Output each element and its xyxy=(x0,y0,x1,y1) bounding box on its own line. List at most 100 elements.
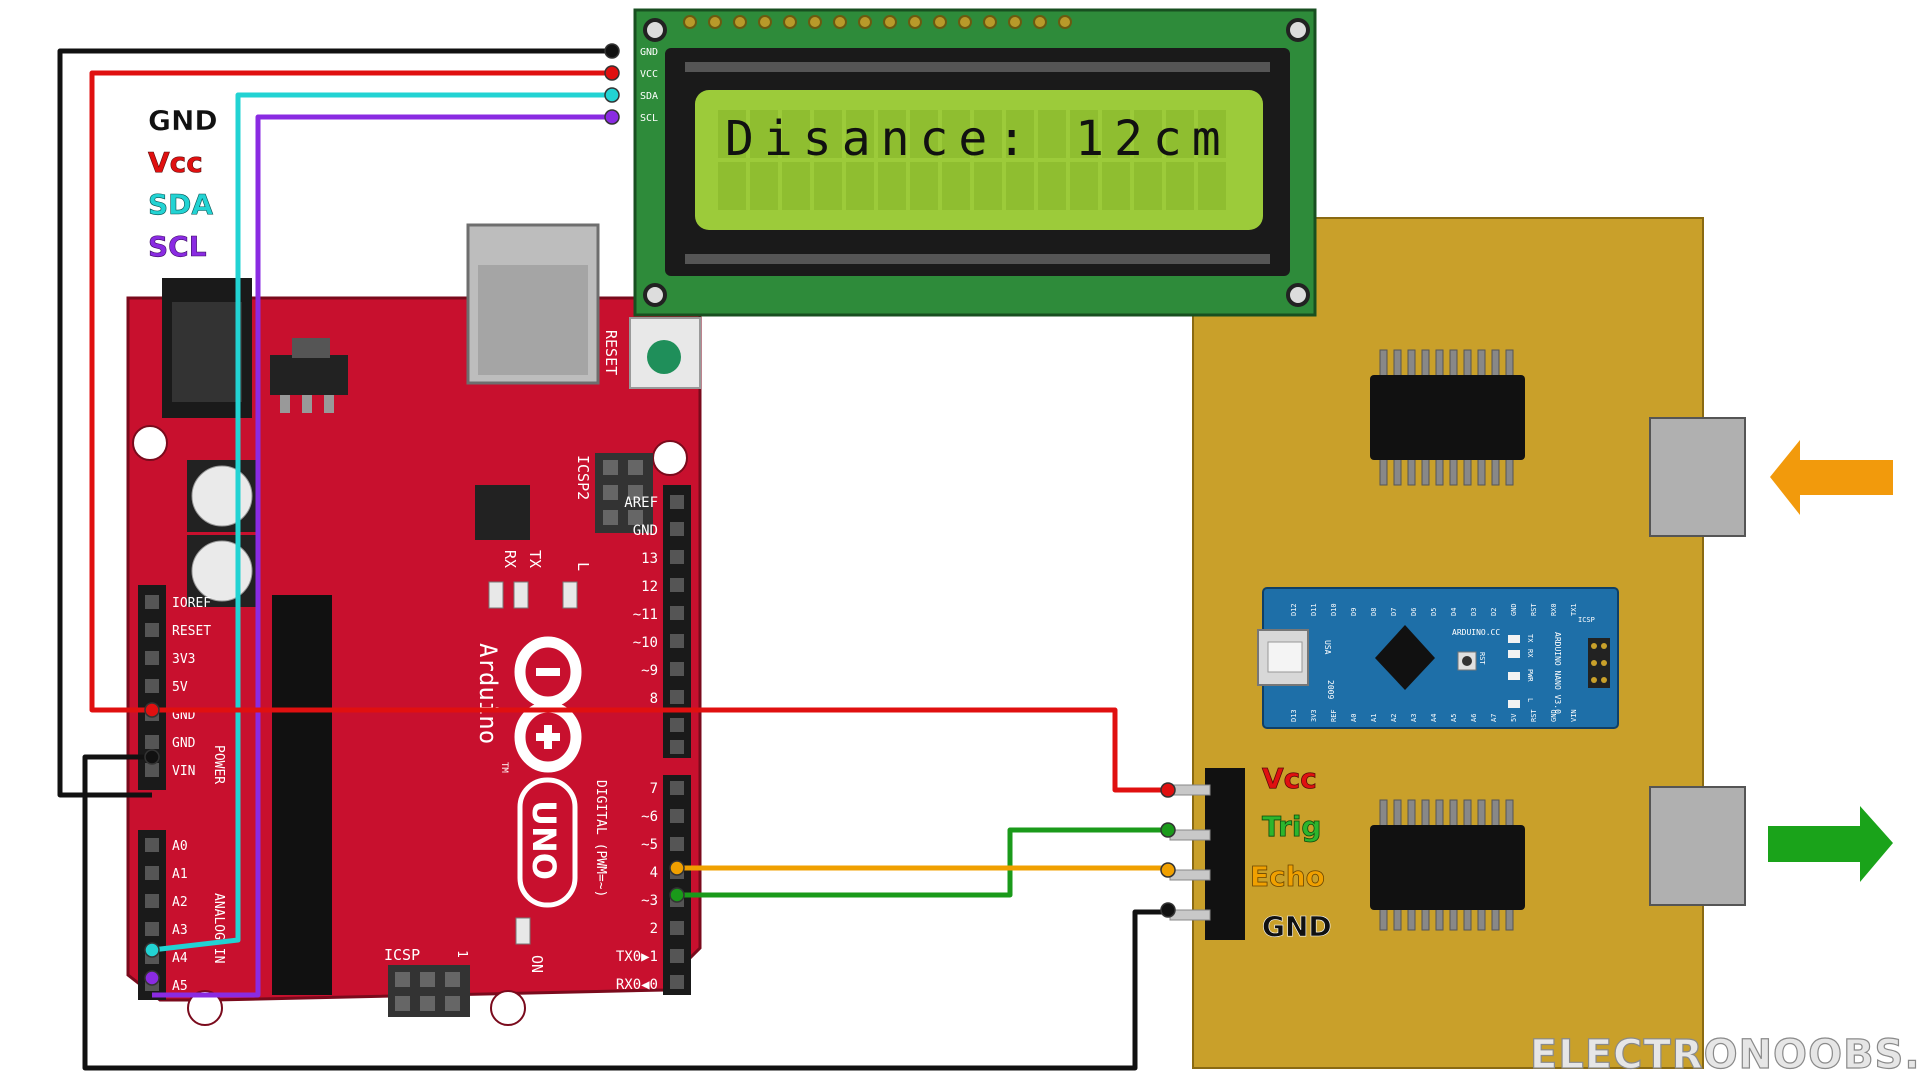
sensor-ic-top xyxy=(1370,349,1525,486)
lcd-pin-label: SCL xyxy=(640,113,658,124)
nano-bottom-pin-label: 3V3 xyxy=(1310,709,1318,722)
lcd-cell xyxy=(782,162,810,210)
nano-bottom-pin-label: A3 xyxy=(1410,714,1418,722)
uno-digital-pin-label: RX0◀0 xyxy=(616,977,658,993)
uno-mount-hole xyxy=(490,990,526,1026)
lcd-pin-label: SDA xyxy=(640,91,658,102)
nano-pwr-label: PWR xyxy=(1526,669,1534,682)
lcd-cell xyxy=(1198,162,1226,210)
nano-top-pin-label: D6 xyxy=(1410,608,1418,616)
uno-digital-pin-label: GND xyxy=(633,523,658,539)
lcd-cell xyxy=(974,162,1002,210)
uno-mount-hole xyxy=(132,425,168,461)
nano-bottom-pin-label: REF xyxy=(1330,709,1338,722)
lcd-cell xyxy=(1166,110,1194,158)
wire-connection-dots xyxy=(144,43,1176,986)
lcd-cell xyxy=(1198,110,1226,158)
nano-bottom-pin-label: 5V xyxy=(1510,713,1518,722)
lcd-top-header xyxy=(683,15,1072,29)
uno-mount-hole xyxy=(187,990,223,1026)
uno-rx-label: RX xyxy=(501,550,519,568)
lcd-cell xyxy=(782,110,810,158)
nano-top-pin-label: GND xyxy=(1510,603,1518,616)
nano-tx-label: TX xyxy=(1526,634,1534,643)
nano-bottom-pin-label: A1 xyxy=(1370,714,1378,722)
uno-power-pin-label: 3V3 xyxy=(172,652,195,667)
uno-icsp-label: ICSP xyxy=(384,946,420,964)
uno-analog-pin-label: A1 xyxy=(172,867,188,882)
sensor-pin-trig-label: Trig xyxy=(1262,810,1321,843)
uno-reset-button-cap[interactable] xyxy=(647,340,681,374)
lcd-mount-hole xyxy=(1286,18,1310,42)
nano-top-pin-label: D7 xyxy=(1390,608,1398,616)
uno-digital-pin-label: 4 xyxy=(650,865,658,881)
nano-model: ARDUINO NANO V3.0 xyxy=(1553,632,1562,714)
uno-on-label: ON xyxy=(528,955,546,973)
nano-top-pin-label: D3 xyxy=(1470,608,1478,616)
lcd-cell xyxy=(750,162,778,210)
lcd-mount-hole xyxy=(1286,283,1310,307)
uno-power-header-pins xyxy=(145,595,159,777)
uno-digital-pin-label: ~9 xyxy=(641,663,658,679)
lcd-display-text: Disance: 12cm xyxy=(725,111,1231,167)
nano-leds xyxy=(1508,635,1520,708)
uno-icsp2-label: ICSP2 xyxy=(574,455,592,500)
nano-rx-label: RX xyxy=(1526,649,1534,658)
nano-mcu xyxy=(1375,625,1435,690)
nano-bottom-pin-label: A5 xyxy=(1450,714,1458,722)
uno-digital-pin-label: 12 xyxy=(641,579,658,595)
uno-usb-chip xyxy=(475,485,530,540)
uno-l-label: L xyxy=(574,562,592,571)
uno-mount-hole xyxy=(652,440,688,476)
nano-l-label: L xyxy=(1526,698,1534,702)
wire-scl xyxy=(152,114,615,998)
nano-top-pin-label: D11 xyxy=(1310,603,1318,616)
uno-digital-pin-label: ~3 xyxy=(641,893,658,909)
uno-analog-pin-label: A2 xyxy=(172,895,188,910)
uno-analog-label: ANALOG IN xyxy=(211,893,226,963)
uno-digital-pin-label: ~11 xyxy=(633,607,658,623)
uno-brand: Arduino xyxy=(474,643,502,744)
sensor-header xyxy=(1205,768,1245,940)
watermark: ELECTRONOOBS.COM xyxy=(1530,1032,1920,1078)
wires xyxy=(57,48,1168,1071)
lcd-cell xyxy=(974,110,1002,158)
nano-bottom-pin-label: RST xyxy=(1530,709,1538,722)
ic-bottom-pins xyxy=(1379,799,1514,931)
lcd-cell xyxy=(718,110,746,158)
uno-digital-pin-label: TX0▶1 xyxy=(616,949,658,965)
uno-model-badge xyxy=(517,777,578,908)
uno-analog-pin-label: A5 xyxy=(172,979,188,994)
nano-top-pin-label: D10 xyxy=(1330,603,1338,616)
nano-top-pin-label: RST xyxy=(1530,603,1538,616)
uno-digital-pin-label: 8 xyxy=(650,691,658,707)
legend-vcc: Vcc xyxy=(148,146,203,179)
lcd-cell xyxy=(846,110,874,158)
wire-vcc-sensor xyxy=(152,707,1168,793)
nano-top-pin-label: D12 xyxy=(1290,603,1298,616)
uno-tx-label: TX xyxy=(526,550,544,568)
nano-bottom-pin-label: A7 xyxy=(1490,714,1498,722)
wire-sda xyxy=(151,92,615,953)
nano-bottom-pin-label: VIN xyxy=(1570,709,1578,722)
uno-digital-label: DIGITAL (PWM=~) xyxy=(593,780,608,897)
uno-digital-pin-label: AREF xyxy=(624,495,658,511)
nano-top-pin-label: D5 xyxy=(1430,608,1438,616)
nano-bottom-pin-label: A6 xyxy=(1470,714,1478,722)
nano-top-pin-label: RX0 xyxy=(1550,603,1558,616)
sensor-pin-echo-label: Echo xyxy=(1250,860,1325,893)
lcd-mount-hole xyxy=(643,283,667,307)
nano-icsp-label: ICSP xyxy=(1578,616,1595,624)
nano-bottom-pin-label: GND xyxy=(1550,709,1558,722)
arrow-in-icon xyxy=(1770,440,1893,515)
nano-top-pin-label: D8 xyxy=(1370,608,1378,616)
lcd-cell xyxy=(750,110,778,158)
nano-rst-label: RST xyxy=(1478,652,1486,665)
lcd-pin-label: GND xyxy=(640,47,658,58)
nano-top-pin-label: D4 xyxy=(1450,608,1458,616)
